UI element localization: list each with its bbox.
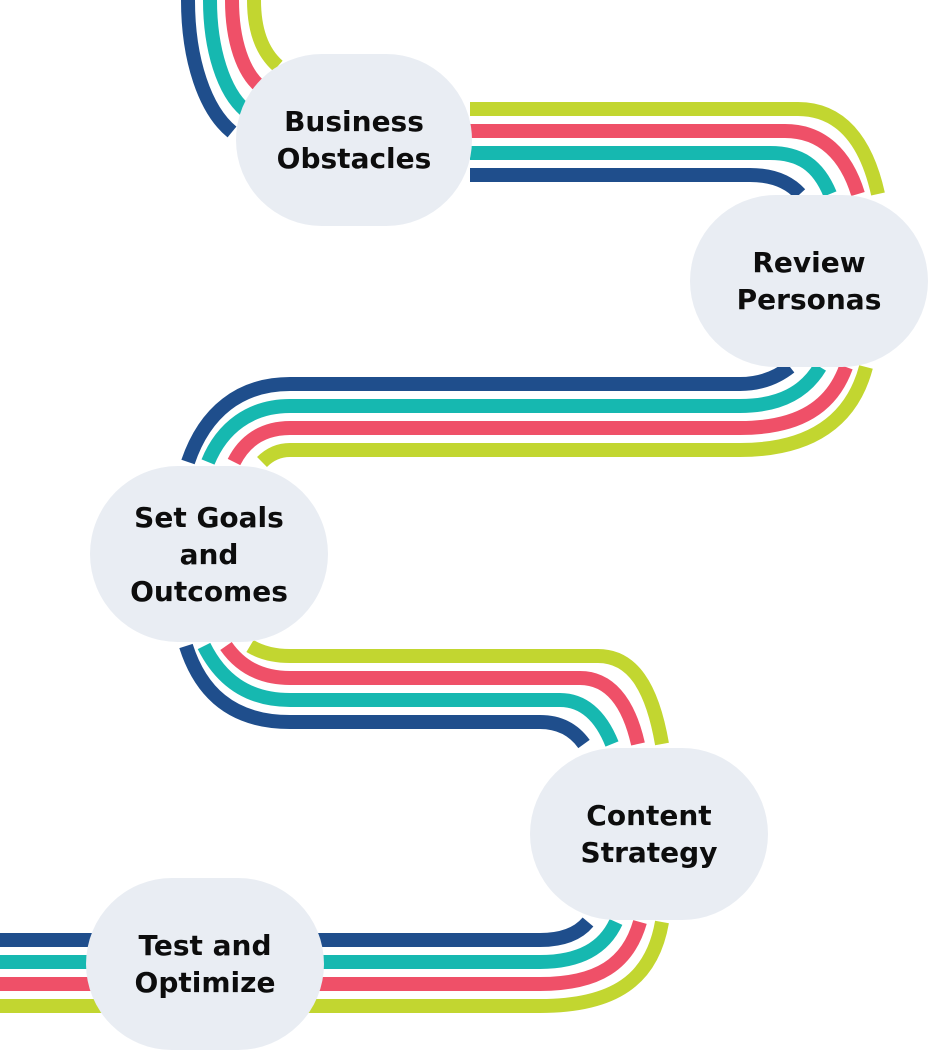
roadmap-path — [0, 0, 885, 1013]
step-label: Review Personas — [736, 246, 882, 316]
step-label: Content Strategy — [580, 799, 718, 869]
stripe-lime-segment-5 — [0, 920, 669, 1013]
step-set-goals-and-outcomes: Set Goals and Outcomes — [90, 466, 328, 642]
stripe-navy-segment-1 — [181, 0, 237, 138]
stripe-teal-segment-3 — [201, 363, 827, 465]
stripe-teal-segment-2 — [470, 146, 837, 197]
stripe-teal-segment-5 — [0, 918, 623, 969]
stripe-navy-segment-2 — [470, 168, 806, 199]
stripe-teal-segment-4 — [197, 642, 619, 747]
step-label: Set Goals and Outcomes — [130, 500, 288, 608]
stripe-lime-segment-2 — [470, 102, 885, 196]
stripe-navy-segment-5 — [0, 917, 594, 947]
stripe-navy-segment-3 — [181, 361, 795, 465]
step-review-personas: Review Personas — [690, 195, 928, 367]
stripe-navy-segment-4 — [179, 643, 590, 749]
stripe-red-segment-3 — [227, 364, 853, 466]
stripe-red-segment-4 — [220, 641, 645, 746]
stripe-lime-segment-4 — [246, 639, 669, 746]
stripe-lime-segment-3 — [257, 365, 873, 468]
stripe-red-segment-5 — [0, 919, 647, 991]
step-label: Business Obstacles — [276, 105, 432, 175]
step-test-and-optimize: Test and Optimize — [86, 878, 324, 1050]
step-label: Test and Optimize — [134, 929, 276, 999]
stripe-lime-segment-1 — [247, 0, 283, 72]
stripe-teal-segment-1 — [203, 0, 250, 116]
stripe-red-segment-2 — [470, 124, 865, 197]
step-content-strategy: Content Strategy — [530, 748, 768, 920]
step-business-obstacles: Business Obstacles — [236, 54, 472, 226]
